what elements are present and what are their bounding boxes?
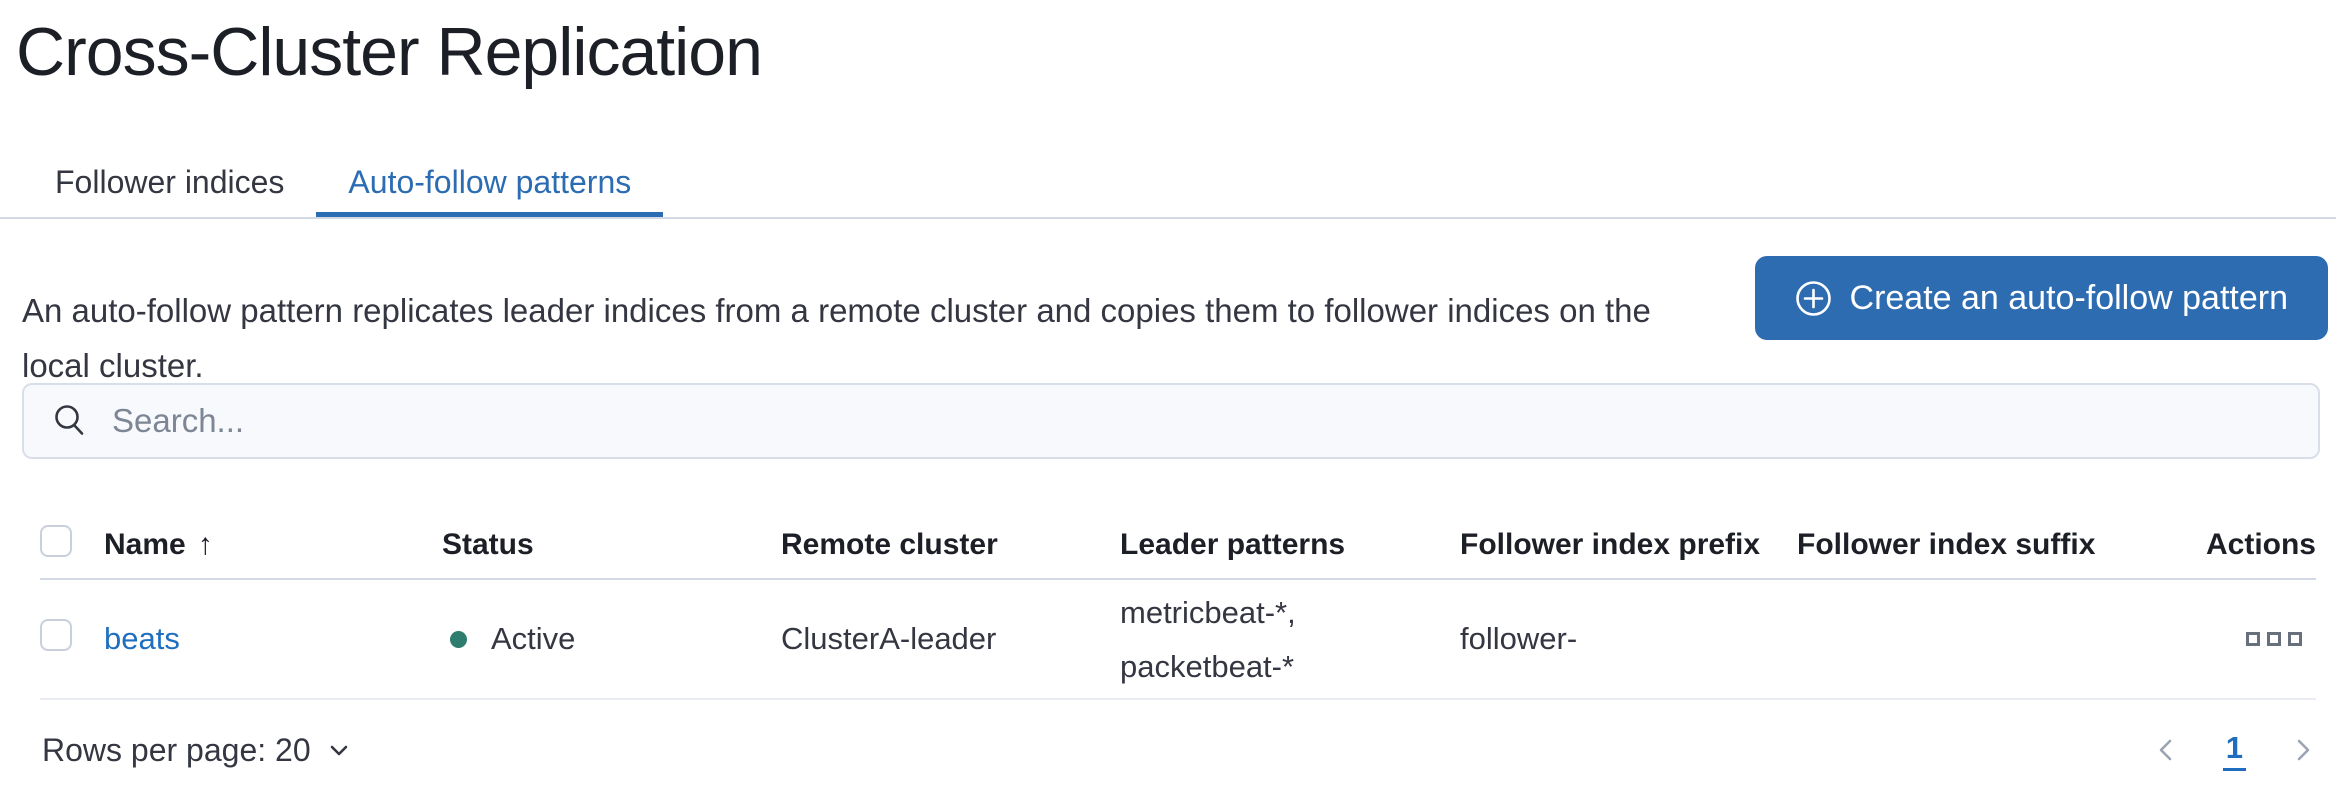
sort-ascending-icon: ↑: [197, 528, 213, 561]
search-input[interactable]: [110, 401, 2318, 441]
column-header-status: Status: [442, 528, 534, 561]
previous-page-button[interactable]: [2153, 735, 2179, 765]
table-row: beats Active ClusterA-leader metricbeat-…: [40, 580, 2316, 700]
column-header-name-label: Name: [104, 528, 186, 561]
tabs-bar: Follower indices Auto-follow patterns: [0, 147, 2336, 219]
page-description: An auto-follow pattern replicates leader…: [22, 292, 1651, 384]
column-header-remote-cluster: Remote cluster: [781, 528, 998, 561]
table-header-row: Name ↑ Status Remote cluster Leader patt…: [40, 512, 2316, 580]
status-label: Active: [491, 621, 576, 656]
plus-in-circle-icon: [1795, 280, 1832, 317]
row-actions-button[interactable]: [2232, 618, 2316, 660]
leader-pattern-line: metricbeat-*,: [1120, 595, 1296, 630]
next-page-button[interactable]: [2290, 735, 2316, 765]
pagination: 1: [2153, 730, 2316, 771]
row-follower-index-prefix-cell: follower-: [1460, 621, 1578, 656]
search-box: [22, 383, 2320, 459]
row-name-cell: beats: [104, 621, 442, 657]
boxes-horizontal-icon: [2246, 632, 2302, 646]
tab-auto-follow-patterns-label: Auto-follow patterns: [348, 163, 632, 200]
header-checkbox-cell: [40, 525, 104, 565]
search-icon: [52, 403, 88, 439]
chevron-down-icon: [325, 736, 353, 764]
status-active-dot-icon: [450, 630, 467, 648]
tab-follower-indices-label: Follower indices: [55, 163, 285, 200]
chevron-right-icon: [2290, 735, 2316, 765]
auto-follow-patterns-table: Name ↑ Status Remote cluster Leader patt…: [40, 512, 2316, 700]
column-header-actions: Actions: [2205, 528, 2316, 561]
row-checkbox[interactable]: [40, 619, 72, 651]
column-header-name[interactable]: Name ↑: [104, 528, 442, 562]
chevron-left-icon: [2153, 735, 2179, 765]
rows-per-page-button[interactable]: Rows per page: 20: [42, 732, 353, 769]
select-all-checkbox[interactable]: [40, 525, 72, 557]
create-auto-follow-pattern-button[interactable]: Create an auto-follow pattern: [1754, 256, 2328, 340]
leader-pattern-line: packetbeat-*: [1120, 649, 1295, 684]
tabs: Follower indices Auto-follow patterns: [23, 147, 2336, 217]
page-1-button[interactable]: 1: [2222, 730, 2246, 771]
column-header-follower-index-prefix: Follower index prefix: [1460, 528, 1761, 561]
rows-per-page-label: Rows per page: 20: [42, 731, 311, 768]
create-button-label: Create an auto-follow pattern: [1849, 278, 2288, 317]
row-leader-patterns-cell: metricbeat-*, packetbeat-*: [1120, 584, 1460, 694]
tab-follower-indices[interactable]: Follower indices: [23, 147, 316, 217]
row-status-cell: Active: [442, 621, 781, 657]
tab-auto-follow-patterns[interactable]: Auto-follow patterns: [316, 147, 663, 217]
pattern-name-link[interactable]: beats: [104, 621, 180, 656]
row-checkbox-cell: [40, 619, 104, 659]
table-footer: Rows per page: 20 1: [42, 720, 2316, 780]
column-header-leader-patterns: Leader patterns: [1120, 528, 1346, 561]
row-actions-cell: [2232, 618, 2316, 660]
column-header-follower-index-suffix: Follower index suffix: [1797, 528, 2096, 561]
page-title: Cross-Cluster Replication: [16, 14, 763, 90]
row-remote-cluster-cell: ClusterA-leader: [781, 621, 997, 656]
